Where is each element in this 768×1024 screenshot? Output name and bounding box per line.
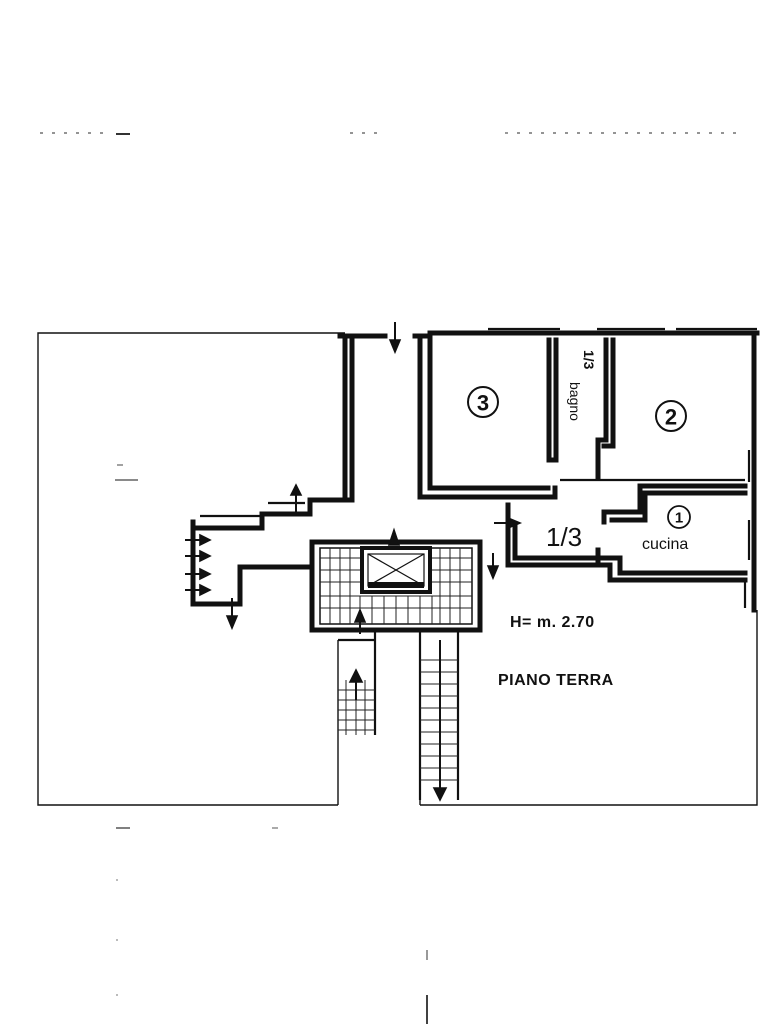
room-3-label: 3 (467, 386, 499, 418)
ventilation-arrows (185, 322, 523, 634)
scan-marks-top (40, 132, 745, 135)
stair-core (309, 539, 483, 633)
stairs-right (418, 632, 460, 802)
bagno-label: 1/3 bagno (567, 350, 597, 421)
room-1-number: 1 (675, 510, 683, 527)
room-2-cucina-walls (601, 483, 748, 525)
corridor-walls (505, 502, 748, 608)
room-2-number: 2 (665, 405, 677, 430)
floor-name-label: PIANO TERRA (498, 672, 614, 689)
elevator-shaft (360, 546, 432, 594)
room-3-walls (417, 335, 745, 500)
corridor-fraction: 1/3 (546, 522, 582, 552)
bagno-walls (546, 337, 616, 481)
stair-grid (320, 548, 472, 624)
room-1-name: cucina (642, 536, 688, 553)
bagno-name: bagno (567, 382, 583, 421)
exterior-walls (190, 327, 760, 613)
room-2-label: 2 (655, 400, 687, 432)
room-1-label: 1 cucina (642, 505, 691, 553)
scan-marks-bottom (116, 827, 428, 1024)
bagno-fraction: 1/3 (581, 350, 597, 370)
stairs-left (338, 630, 377, 735)
room-3-number: 3 (477, 391, 489, 416)
ceiling-height-label: H= m. 2.70 (510, 614, 595, 631)
